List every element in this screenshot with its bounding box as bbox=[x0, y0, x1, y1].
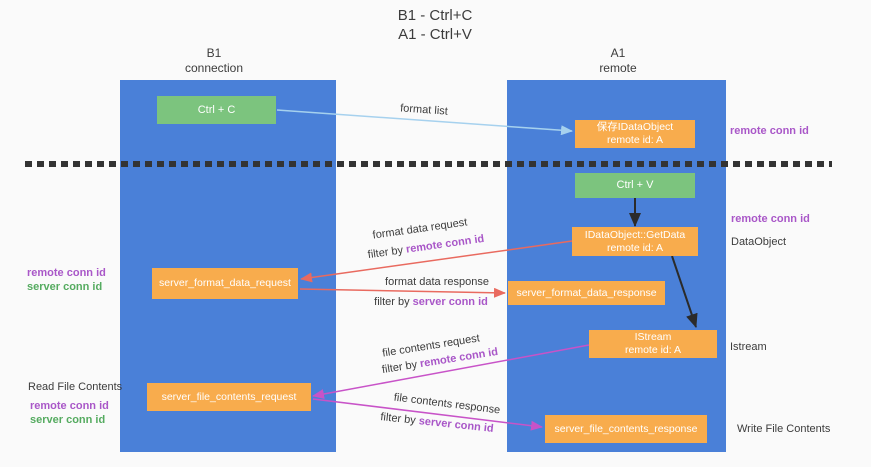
annotation-remote-conn-id-dataobject: remote conn id bbox=[731, 213, 810, 225]
node-istream: IStream remote id: A bbox=[589, 330, 717, 358]
node-server-file-contents-response-label: server_file_contents_response bbox=[554, 422, 698, 435]
node-server-format-data-response: server_format_data_response bbox=[508, 281, 665, 305]
node-istream-line1: IStream bbox=[634, 331, 672, 343]
node-server-format-data-request-label: server_format_data_request bbox=[159, 277, 291, 289]
node-server-format-data-response-label: server_format_data_response bbox=[516, 286, 657, 299]
annotation-left-remote-conn-id-2: remote conn id bbox=[30, 400, 109, 412]
annotation-left-server-conn-id-1: server conn id bbox=[27, 281, 103, 293]
annotation-left-server-conn-id-2: server conn id bbox=[30, 414, 106, 426]
node-istream-line2: remote id: A bbox=[624, 344, 682, 356]
edge-label-file-contents-response: file contents response bbox=[393, 391, 501, 417]
annotation-left-remote-conn-id-1: remote conn id bbox=[27, 267, 106, 279]
filter-prefix: filter by bbox=[379, 411, 420, 428]
node-ctrl-v: Ctrl + V bbox=[575, 173, 695, 198]
annotation-istream: Istream bbox=[730, 341, 767, 353]
node-idataobject-getdata: IDataObject::GetData remote id: A bbox=[572, 227, 698, 256]
node-save-idataobject: 保存IDataObject remote id: A bbox=[575, 120, 695, 148]
annotation-read-file-contents: Read File Contents bbox=[28, 381, 123, 393]
diagram-title: B1 - Ctrl+C A1 - Ctrl+V bbox=[340, 6, 530, 44]
lane-b1-subtitle: connection bbox=[184, 61, 244, 75]
lane-b1-name: B1 bbox=[206, 46, 222, 60]
edge-label-format-data-response-filter: filter by server conn id bbox=[374, 296, 488, 308]
filter-key-server-conn-id: server conn id bbox=[418, 415, 495, 435]
node-idataobject-getdata-line2: remote id: A bbox=[606, 241, 664, 254]
node-save-idataobject-line1: 保存IDataObject bbox=[596, 121, 674, 133]
node-save-idataobject-line2: remote id: A bbox=[606, 134, 664, 146]
clipboard-boundary-dashed-line bbox=[25, 161, 832, 167]
node-server-file-contents-request-label: server_file_contents_request bbox=[161, 390, 297, 403]
filter-prefix: filter by bbox=[367, 243, 407, 262]
node-server-format-data-request: server_format_data_request bbox=[152, 268, 298, 299]
node-server-file-contents-request: server_file_contents_request bbox=[147, 383, 311, 411]
node-ctrl-c: Ctrl + C bbox=[157, 96, 276, 124]
node-server-file-contents-response: server_file_contents_response bbox=[545, 415, 707, 443]
filter-prefix: filter by bbox=[374, 296, 413, 308]
annotation-remote-conn-id-clipboard: remote conn id bbox=[730, 125, 809, 137]
lane-a1-name: A1 bbox=[610, 46, 626, 60]
node-ctrl-c-label: Ctrl + C bbox=[197, 103, 236, 116]
edge-label-format-data-response: format data response bbox=[385, 276, 489, 288]
annotation-write-file-contents: Write File Contents bbox=[737, 423, 831, 435]
node-ctrl-v-label: Ctrl + V bbox=[616, 179, 654, 191]
filter-prefix: filter by bbox=[381, 358, 422, 377]
lane-b1-header: B1 connection bbox=[154, 46, 274, 76]
node-idataobject-getdata-line1: IDataObject::GetData bbox=[584, 228, 686, 241]
lane-a1-subtitle: remote bbox=[599, 61, 637, 75]
filter-key-remote-conn-id: remote conn id bbox=[405, 232, 485, 256]
diagram-title-line1: B1 - Ctrl+C bbox=[397, 7, 473, 24]
lane-a1-header: A1 remote bbox=[558, 46, 678, 76]
diagram-title-line2: A1 - Ctrl+V bbox=[398, 26, 472, 43]
annotation-dataobject: DataObject bbox=[731, 236, 787, 248]
filter-key-server-conn-id: server conn id bbox=[412, 296, 488, 308]
edge-label-file-contents-response-filter: filter by server conn id bbox=[380, 411, 494, 435]
edge-label-format-list: format list bbox=[399, 102, 449, 118]
